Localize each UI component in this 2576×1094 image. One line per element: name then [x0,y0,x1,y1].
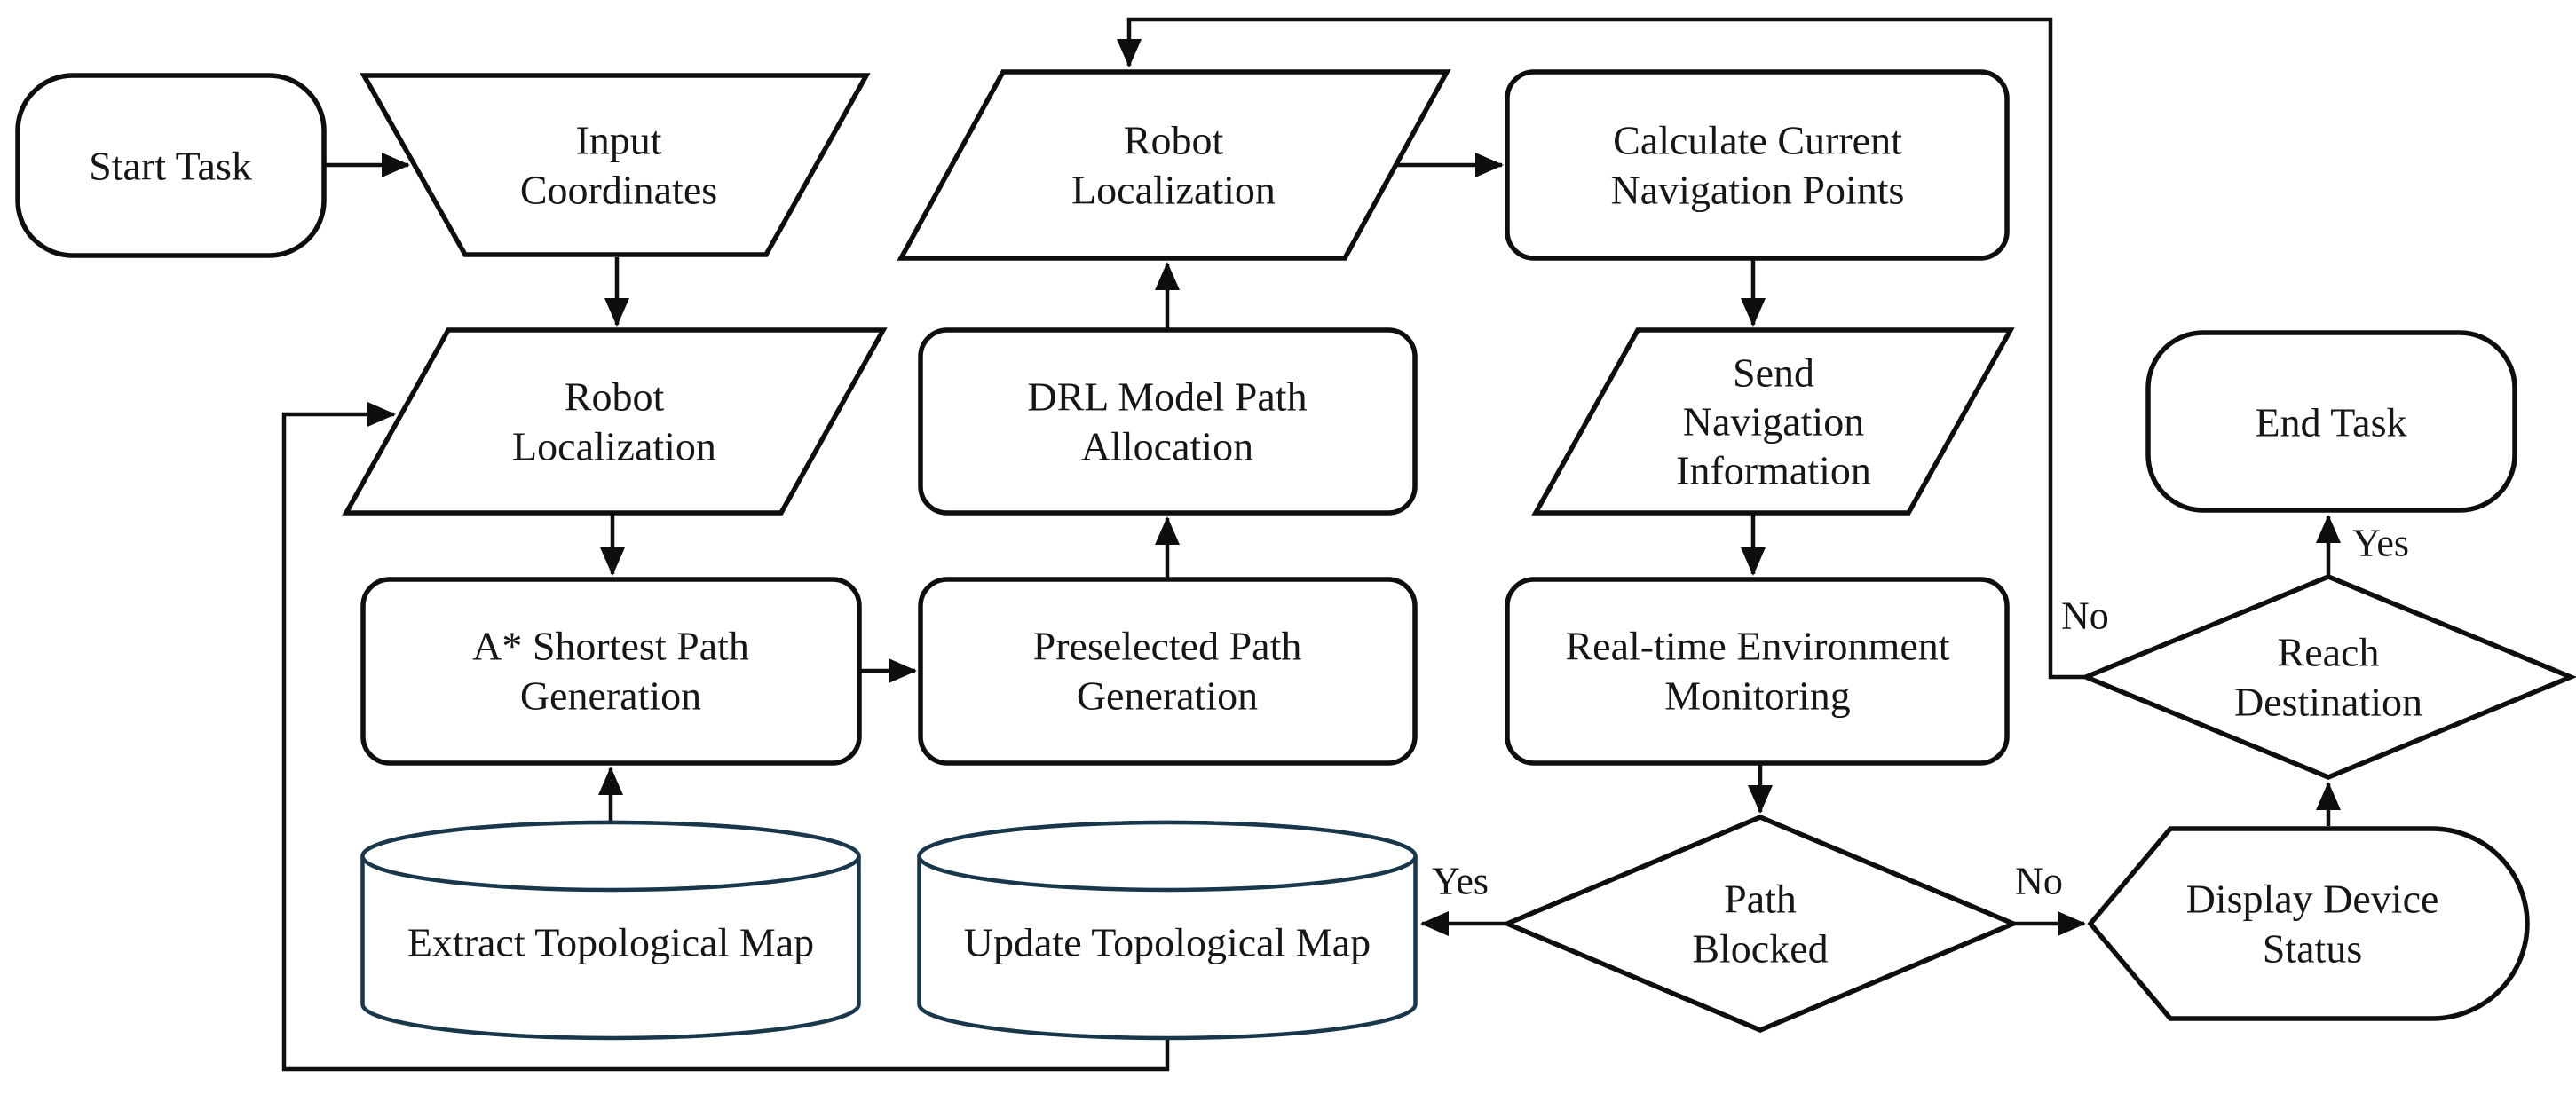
extract-map-cylinder-top [360,820,861,893]
a-star-line1: A* Shortest Path [472,624,749,669]
display-status-shape [2087,826,2530,1021]
end-task-terminator-shape [2145,330,2517,513]
edge-layer [281,17,2341,1072]
robot-localization-2-line2: Localization [1071,168,1276,213]
drl-line2: Allocation [1081,424,1253,469]
robot-localization-2-line1: Robot [1124,118,1224,163]
node-update-topological-map: Update Topological Map [917,820,1418,1041]
label-reach-yes: Yes [2352,522,2409,565]
reach-destination-line2: Destination [2234,680,2422,725]
path-blocked-line1: Path [1724,877,1797,922]
input-coordinates-line1: Input [575,118,661,163]
robot-localization-1-line2: Localization [512,424,716,469]
send-nav-line2: Navigation [1683,399,1864,445]
calculate-line2: Navigation Points [1611,168,1905,213]
send-nav-line1: Send [1733,350,1814,396]
calculate-line1: Calculate Current [1613,118,1902,163]
send-nav-parallelogram-shape [1531,327,2015,516]
realtime-process-shape [1505,577,2010,766]
start-task-terminator-shape [15,73,327,258]
node-robot-localization-2: Robot Localization [897,69,1451,261]
realtime-line1: Real-time Environment [1565,624,1949,669]
send-nav-line3: Information [1676,448,1871,493]
input-coordinates-line2: Coordinates [520,168,717,213]
drl-line1: DRL Model Path [1027,374,1307,420]
label-path-blocked-no: No [2015,860,2063,903]
extract-map-label: Extract Topological Map [407,920,814,965]
edge-update-loop-to-robotloc1 [281,402,1170,1072]
preselected-process-shape [918,577,1418,766]
node-realtime-monitoring: Real-time Environment Monitoring [1505,577,2010,766]
realtime-line2: Monitoring [1664,673,1851,719]
node-start-task: Start Task [15,73,327,258]
reach-destination-diamond-shape [2079,574,2576,780]
robot-localization-1-line1: Robot [565,374,665,420]
node-robot-localization-1: Robot Localization [342,327,888,516]
display-status-line2: Status [2263,926,2362,972]
end-task-label: End Task [2256,400,2407,445]
a-star-process-shape [360,577,862,766]
path-blocked-diamond-shape [1500,815,2020,1033]
reach-destination-line1: Reach [2278,630,2380,675]
preselected-line2: Generation [1077,673,1258,719]
calculate-process-shape [1505,69,2010,261]
label-path-blocked-yes: Yes [1432,860,1489,903]
update-map-cylinder-top [917,820,1418,893]
update-map-label: Update Topological Map [964,920,1371,965]
node-path-blocked: Path Blocked [1500,815,2020,1033]
node-calculate-navigation: Calculate Current Navigation Points [1505,69,2010,261]
node-input-coordinates: Input Coordinates [360,73,871,257]
node-preselected-path: Preselected Path Generation [918,577,1418,766]
robot-localization-2-parallelogram-shape [897,69,1451,261]
node-send-navigation: Send Navigation Information [1531,327,2015,516]
node-display-device-status: Display Device Status [2087,826,2530,1021]
drl-process-shape [918,327,1418,516]
node-a-star-shortest-path: A* Shortest Path Generation [360,577,862,766]
path-blocked-line2: Blocked [1692,926,1828,972]
start-task-label: Start Task [89,144,252,189]
display-status-line1: Display Device [2186,877,2439,922]
node-extract-topological-map: Extract Topological Map [360,820,861,1041]
input-coordinates-trapezoid-shape [360,73,871,257]
node-drl-model-path: DRL Model Path Allocation [918,327,1418,516]
edge-label-layer: Yes No Yes No [1432,522,2409,903]
robot-localization-1-parallelogram-shape [342,327,888,516]
label-reach-no: No [2061,594,2109,638]
a-star-line2: Generation [520,673,701,719]
edge-reach-no-loop-to-robotloc2 [1117,17,2086,680]
node-end-task: End Task [2145,330,2517,513]
preselected-line1: Preselected Path [1033,624,1302,669]
node-reach-destination: Reach Destination [2079,574,2576,780]
